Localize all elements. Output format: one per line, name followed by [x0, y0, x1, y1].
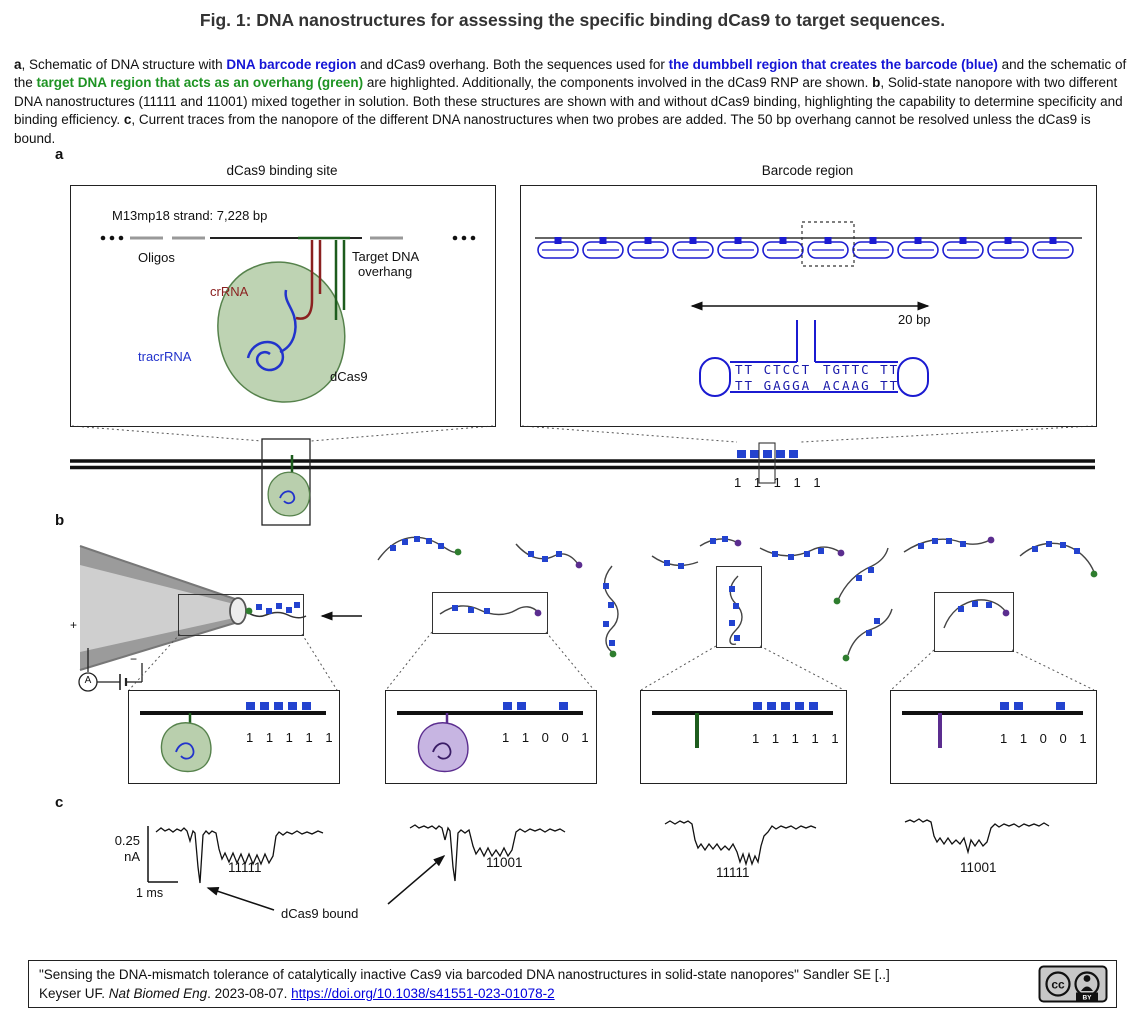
- scale-current-value: 0.25: [114, 833, 140, 848]
- caption-dumbbell-region: the dumbbell region that creates the bar…: [668, 56, 998, 72]
- sequence-left-top: TT CTCCT: [735, 362, 812, 377]
- trace-label-1: 11111: [228, 860, 262, 875]
- citation-line-1: "Sensing the DNA-mismatch tolerance of c…: [39, 967, 890, 982]
- citation-authors: Keyser UF.: [39, 986, 109, 1001]
- caption-text: and the schematic of the: [14, 56, 1127, 91]
- zoom-connector-lines-a: [71, 425, 1094, 443]
- strand-barcode-squares: [737, 450, 798, 458]
- citation-text: "Sensing the DNA-mismatch tolerance of c…: [39, 965, 1019, 1003]
- by-icon: BY: [1074, 971, 1100, 1002]
- m13-strand-label: M13mp18 strand: 7,228 bp: [112, 208, 268, 223]
- cc-by-badge: cc BY: [1038, 965, 1108, 1003]
- caption-target-region: target DNA region that acts as an overha…: [36, 75, 364, 91]
- tracrrna-label: tracrRNA: [138, 349, 192, 364]
- citation-box: "Sensing the DNA-mismatch tolerance of c…: [28, 960, 1117, 1008]
- citation-date: . 2023-08-07.: [207, 986, 292, 1001]
- sequence-left-bottom: TT GAGGA: [735, 378, 812, 393]
- box1-barcode-digits: 1 1 1 1 1: [246, 730, 338, 745]
- structure-box-3: [640, 690, 847, 784]
- caption-text: , Current traces from the nanopore of th…: [14, 112, 1091, 146]
- trace-label-3: 11111: [716, 865, 750, 880]
- box4-barcode-digits: 1 1 0 0 1: [1000, 731, 1092, 746]
- doi-link[interactable]: https://doi.org/10.1038/s41551-023-01078…: [291, 986, 555, 1001]
- citation-line-2: Keyser UF. Nat Biomed Eng. 2023-08-07. h…: [39, 984, 1019, 1003]
- nanopore-zoom-rect-4: [934, 592, 1014, 652]
- trace-3: [664, 820, 817, 867]
- structure-box-4: [890, 690, 1097, 784]
- panel-b-label: b: [55, 512, 65, 529]
- target-overhang-label-1: Target DNA: [352, 249, 420, 264]
- scale-current-unit: nA: [124, 849, 140, 864]
- sequence-right-bottom: ACAAG TT: [823, 378, 900, 393]
- dcas9-label: dCas9: [330, 369, 368, 384]
- citation-journal: Nat Biomed Eng: [108, 986, 208, 1001]
- nanopore-zoom-rect-3: [716, 566, 762, 648]
- dcas9-binding-site-title: dCas9 binding site: [226, 163, 338, 178]
- nanopore-zoom-rect-2: [432, 592, 548, 634]
- cc-icon: cc: [1045, 971, 1071, 997]
- caption-barcode-region: DNA barcode region: [226, 56, 357, 72]
- structure-box-1: [128, 690, 340, 784]
- current-traces: [155, 818, 1050, 884]
- caption-text: , Schematic of DNA structure with: [21, 56, 227, 72]
- caption-panel-c-ref: c: [123, 112, 132, 128]
- oligos-label: Oligos: [138, 250, 175, 265]
- dcas9-binding-site-box: [70, 185, 496, 427]
- plus-terminal-label: +: [70, 618, 78, 632]
- structure-box-2: [385, 690, 597, 784]
- minus-terminal-label: −: [130, 652, 138, 666]
- scale-bars: [147, 826, 178, 883]
- ammeter-label: A: [84, 675, 92, 686]
- svg-text:BY: BY: [1082, 995, 1092, 1002]
- target-overhang-label-2: overhang: [358, 264, 413, 279]
- strand-dcas9-blob: [267, 471, 311, 517]
- svg-text:cc: cc: [1051, 978, 1065, 992]
- caption-panel-a-ref: a: [14, 56, 22, 72]
- box2-barcode-digits: 1 1 0 0 1: [502, 730, 594, 745]
- caption-text: are highlighted. Additionally, the compo…: [363, 75, 873, 91]
- figure-caption: a, Schematic of DNA structure with DNA b…: [14, 56, 1132, 149]
- strand-barcode-digits: 1 1 1 1 1: [734, 475, 826, 490]
- barcode-region-title: Barcode region: [761, 163, 854, 178]
- strand-dcas9-zoom-rect: [261, 438, 311, 526]
- panel-c-label: c: [55, 794, 64, 811]
- trace-label-2: 11001: [486, 855, 523, 870]
- sequence-right-top: TGTTC TT: [823, 362, 900, 377]
- scale-time-label: 1 ms: [136, 886, 164, 900]
- assembled-strand-art: [70, 438, 1095, 526]
- trace-label-4: 11001: [960, 860, 997, 875]
- figure-title: Fig. 1: DNA nanostructures for assessing…: [199, 10, 946, 30]
- caption-panel-b-ref: b: [872, 75, 881, 91]
- trace-2: [409, 824, 566, 882]
- caption-text: and dCas9 overhang. Both the sequences u…: [356, 56, 669, 72]
- caption-text: , Solid-state nanopore with two differen…: [14, 75, 1123, 128]
- trace-4: [904, 818, 1050, 855]
- nanopore-zoom-rect-1: [178, 594, 304, 636]
- bp-20-label: 20 bp: [898, 312, 931, 327]
- panel-a-label: a: [55, 146, 64, 163]
- crrna-label: crRNA: [210, 284, 249, 299]
- box3-barcode-digits: 1 1 1 1 1: [752, 731, 844, 746]
- dcas9-bound-annotation: dCas9 bound: [281, 906, 359, 921]
